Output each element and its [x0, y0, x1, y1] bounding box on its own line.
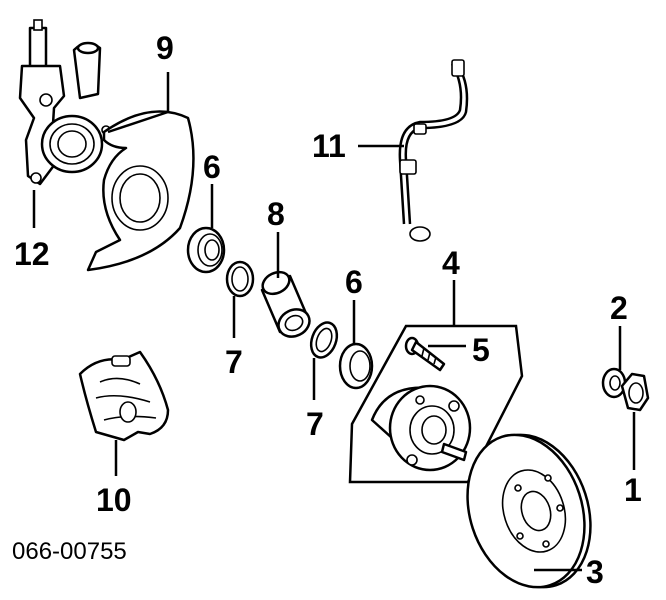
callout-1: 1 — [624, 472, 642, 508]
callout-9: 9 — [156, 30, 174, 66]
callout-6-upper: 6 — [203, 149, 221, 185]
wheel-bearing — [260, 270, 311, 338]
callout-4: 4 — [442, 245, 460, 281]
callout-2: 2 — [610, 290, 628, 326]
lock-nut — [620, 372, 650, 412]
callout-3: 3 — [586, 554, 604, 590]
callout-5: 5 — [472, 332, 490, 368]
callout-7-lower: 7 — [306, 406, 324, 442]
leader-lines — [32, 72, 636, 572]
brake-hose — [398, 59, 469, 242]
dust-shield — [86, 110, 195, 272]
wheel-stud — [404, 336, 446, 372]
brake-caliper — [78, 350, 170, 442]
callout-8: 8 — [267, 196, 285, 232]
callout-11: 11 — [312, 128, 346, 164]
callout-10: 10 — [96, 482, 132, 518]
wheel-hub — [370, 384, 472, 472]
diagram-number: 066-00755 — [12, 538, 127, 565]
washer — [601, 367, 627, 399]
steering-knuckle — [18, 19, 111, 186]
bearing-seal-upper — [186, 226, 226, 274]
bearing-seal-lower — [338, 342, 374, 390]
callout-12: 12 — [14, 236, 50, 272]
snap-ring-upper — [225, 260, 255, 298]
brake-disc — [466, 433, 592, 589]
callout-6-lower: 6 — [345, 264, 363, 300]
callout-7-upper: 7 — [225, 344, 243, 380]
snap-ring-lower — [309, 321, 339, 359]
